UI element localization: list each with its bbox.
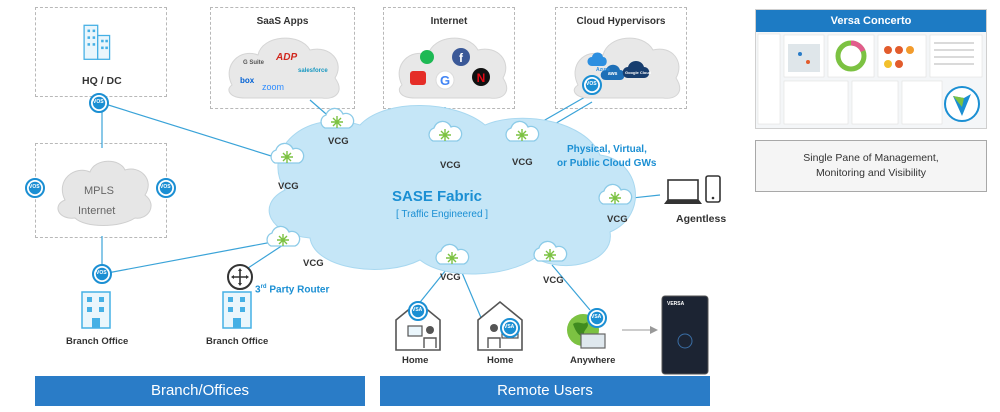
concerto-dashboard-thumbnail [756,32,986,128]
router-icon [227,264,253,290]
vcg-label-hq: VCG [278,181,299,192]
vos-badge-text-branch: VOS [96,270,107,276]
vcg-label-home: VCG [440,272,461,283]
internet-cloud-group: f G N [398,37,508,99]
vcg-saas [320,107,355,129]
single-pane-box: Single Pane of Management, Monitoring an… [755,140,987,192]
cloud-hypervisors-title: Cloud Hypervisors [576,16,666,27]
home-label-2: Home [487,355,514,366]
adp-logo: ADP [276,52,298,63]
internet-title: Internet [430,16,468,27]
spotify-icon [420,50,434,64]
mpls-cloud [57,160,152,226]
third-party-sup: rd [260,284,267,290]
vos-badge-text-cloud: VOS [586,81,597,87]
sase-fabric-subtitle: [ Traffic Engineered ] [396,209,489,220]
third-party-rest: Party Router [266,284,330,296]
mobile-phone-icon [705,175,721,203]
branch-office-label-2: Branch Office [206,336,269,347]
vcg-label-agentless: VCG [607,214,628,225]
link-branch-vcg [101,239,284,275]
link-anywhere-vcg [551,264,591,311]
vos-badge-text-mpls-right: VOS [160,184,171,190]
zoom-logo: zoom [262,82,285,92]
agentless-label: Agentless [676,213,727,225]
vos-badge-text-hq: VOS [93,99,104,105]
vcg-label-branch: VCG [303,258,324,269]
svg-text:N: N [477,71,486,85]
vcg-label-anywhere: VCG [543,275,564,286]
sase-fabric-cloud [268,105,636,275]
azure-cloud-icon [587,52,607,66]
third-party-router-label: 3rd Party Router [255,284,329,295]
phone-brand: VERSA [667,301,685,307]
facebook-icon [452,48,470,66]
branch-building-icon-2 [222,291,252,329]
vos-badge-text-mpls-left: VOS [29,184,40,190]
google-icon [435,70,455,90]
vcg-label-saas: VCG [328,136,349,147]
third-party-prefix: 3 [255,284,261,296]
box-logo: box [240,76,255,85]
vsa-badge-text-anywhere: VSA [591,314,602,320]
branch-building-icon-1 [81,291,111,329]
saas-cloud-group [228,37,340,99]
svg-text:f: f [459,51,464,65]
netflix-icon [472,68,490,86]
vsa-badge-text-home1: VSA [412,307,423,313]
versa-concerto-panel: Versa Concerto [755,9,987,129]
remote-users-bar: Remote Users [380,376,710,406]
mpls-label: MPLS [84,185,114,197]
versa-concerto-title: Versa Concerto [756,10,986,32]
link-vcg-devices [631,194,661,199]
saas-apps-title: SaaS Apps [256,16,309,27]
vcg-label-internet: VCG [440,160,461,171]
branch-office-label-1: Branch Office [66,336,129,347]
hq-building-icon [83,24,111,60]
anywhere-label: Anywhere [570,355,616,366]
single-pane-line2: Monitoring and Visibility [815,167,927,179]
home-label-1: Home [402,355,429,366]
branch-offices-bar: Branch/Offices [35,376,365,406]
aws-label: aws [608,71,618,77]
laptop-icon [664,179,702,204]
single-pane-line1: Single Pane of Management, [803,152,939,164]
gcp-cloud-icon [622,61,650,78]
vcg-label-cloud: VCG [512,157,533,168]
link-router-vcg [244,244,284,271]
aws-cloud-icon [600,64,625,80]
azure-label: Azure [596,67,610,73]
gsuite-logo: G Suite [243,60,265,66]
salesforce-logo: salesforce [298,68,328,74]
internet-mpls-label: Internet [78,205,116,217]
cloud-gws-line2: or Public Cloud GWs [557,158,657,169]
vsa-badge-text-home2: VSA [504,324,515,330]
youtube-icon [410,71,426,85]
hq-dc-label: HQ / DC [82,75,122,87]
cloud-gws-line1: Physical, Virtual, [567,144,647,155]
link-home2-vcg [459,267,483,321]
phone-screen [661,295,709,375]
svg-text:G: G [440,73,450,88]
link-home1-vcg [416,264,451,307]
link-hq-vcg [101,102,285,161]
gcp-label: Google Cloud [625,70,652,75]
sase-fabric-title: SASE Fabric [392,188,483,205]
